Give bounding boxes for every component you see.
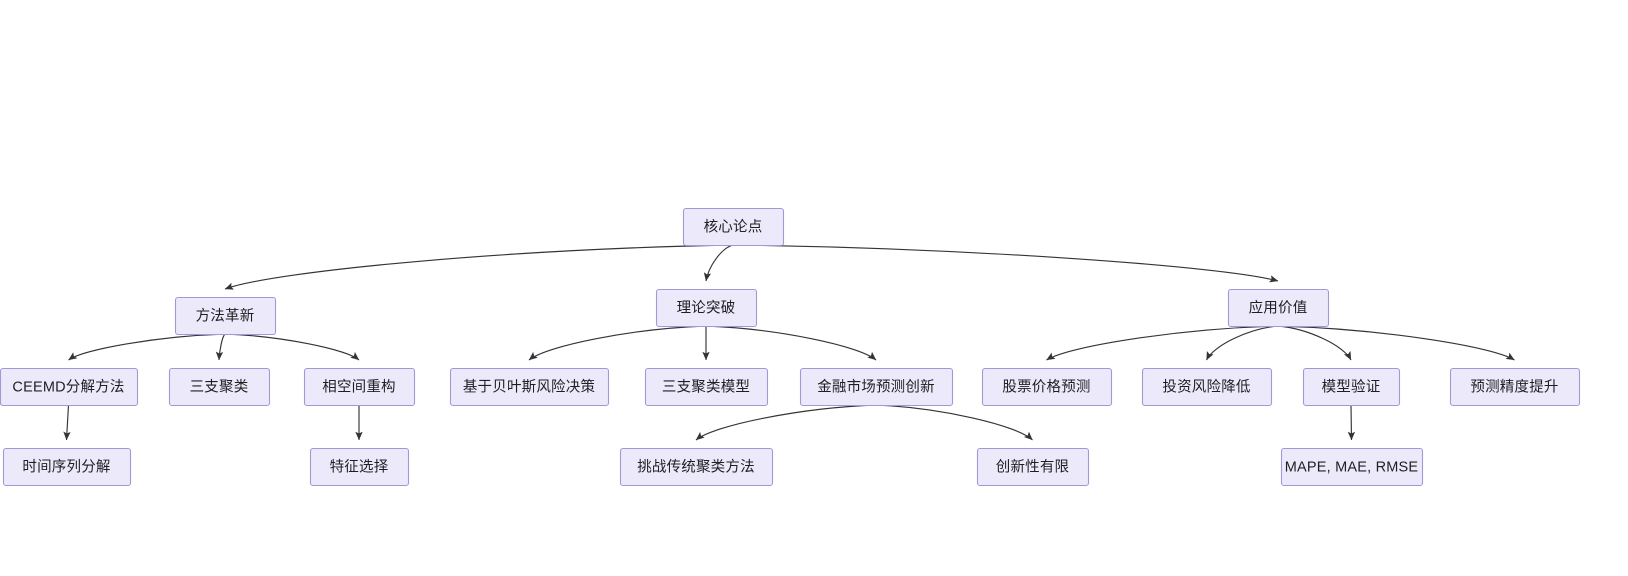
node-box[interactable] [644,367,769,407]
edge-l2a-to-l3a3 [224,333,360,361]
node-label: 创新性有限 [996,458,1070,475]
node-box[interactable] [655,288,758,328]
edge-l3a1-to-l4a1 [63,404,71,441]
node-l3b3[interactable]: 金融市场预测创新 [799,367,954,407]
node-label: 方法革新 [196,307,255,324]
node-label: 投资风险降低 [1162,378,1250,395]
node-l3b2[interactable]: 三支聚类模型 [644,367,769,407]
node-l3a3[interactable]: 相空间重构 [303,367,416,407]
node-l2b[interactable]: 理论突破 [655,288,758,328]
node-l4b1[interactable]: 挑战传统聚类方法 [619,447,774,487]
node-box[interactable] [1141,367,1273,407]
node-box[interactable] [619,447,774,487]
edge-l2a-to-l3a1 [68,333,226,361]
node-l3b1[interactable]: 基于贝叶斯风险决策 [449,367,610,407]
node-label: 金融市场预测创新 [817,378,935,395]
node-box[interactable] [1449,367,1581,407]
node-label: 股票价格预测 [1002,378,1090,395]
edge-l2c-to-l3c2 [1205,325,1279,361]
edge-l3b3-to-l4b2 [875,404,1033,441]
edge-l2a-to-l3a2 [215,333,226,361]
node-label: MAPE, MAE, RMSE [1285,459,1419,475]
node-l4b2[interactable]: 创新性有限 [976,447,1090,487]
node-label: 三支聚类 [190,378,249,395]
edge-l2c-to-l3c1 [1046,325,1279,361]
node-l4c1[interactable]: MAPE, MAE, RMSE [1280,447,1424,487]
node-box[interactable] [799,367,954,407]
edge-root-to-l2c [732,244,1279,283]
node-root[interactable]: 核心论点 [682,207,785,247]
edge-root-to-l2a [224,244,734,290]
node-l2a[interactable]: 方法革新 [174,296,277,336]
node-l3c4[interactable]: 预测精度提升 [1449,367,1581,407]
node-label: 应用价值 [1249,298,1308,316]
edge-root-to-l2b [703,244,734,282]
node-l3c1[interactable]: 股票价格预测 [981,367,1113,407]
node-label: 相空间重构 [322,378,396,395]
node-box[interactable] [1227,288,1330,328]
node-l3c2[interactable]: 投资风险降低 [1141,367,1273,407]
node-box[interactable] [0,367,139,407]
edge-l2b-to-l3b3 [705,325,877,361]
node-l4a1[interactable]: 时间序列分解 [2,447,132,487]
node-label: CEEMD分解方法 [12,378,124,395]
node-box[interactable] [168,367,271,407]
node-box[interactable] [981,367,1113,407]
node-label: 基于贝叶斯风险决策 [463,378,596,395]
node-label: 模型验证 [1322,378,1381,395]
node-box[interactable] [1280,447,1424,487]
node-label: 理论突破 [677,299,736,316]
node-label: 核心论点 [704,218,763,235]
node-box[interactable] [1302,367,1401,407]
edge-l2c-to-l3c4 [1277,325,1515,361]
node-l4a3[interactable]: 特征选择 [309,447,410,487]
node-label: 三支聚类模型 [662,378,750,395]
node-box[interactable] [682,207,785,247]
node-l3a2[interactable]: 三支聚类 [168,367,271,407]
node-box[interactable] [174,296,277,336]
node-label: 挑战传统聚类方法 [637,458,755,475]
node-box[interactable] [2,447,132,487]
edge-l3c3-to-l4c1 [1347,404,1356,441]
node-box[interactable] [303,367,416,407]
node-box[interactable] [976,447,1090,487]
node-label: 时间序列分解 [22,458,110,475]
node-l3a1[interactable]: CEEMD分解方法 [0,367,139,407]
edge-l2c-to-l3c3 [1277,325,1352,361]
edge-l2b-to-l3b1 [528,325,707,361]
node-box[interactable] [309,447,410,487]
edge-l3b3-to-l4b1 [695,404,877,441]
node-label: 预测精度提升 [1470,378,1558,395]
node-l2c[interactable]: 应用价值 [1227,288,1330,328]
node-box[interactable] [449,367,610,407]
edge-layer [63,244,1515,441]
node-l3c3[interactable]: 模型验证 [1302,367,1401,407]
node-label: 特征选择 [330,458,389,475]
